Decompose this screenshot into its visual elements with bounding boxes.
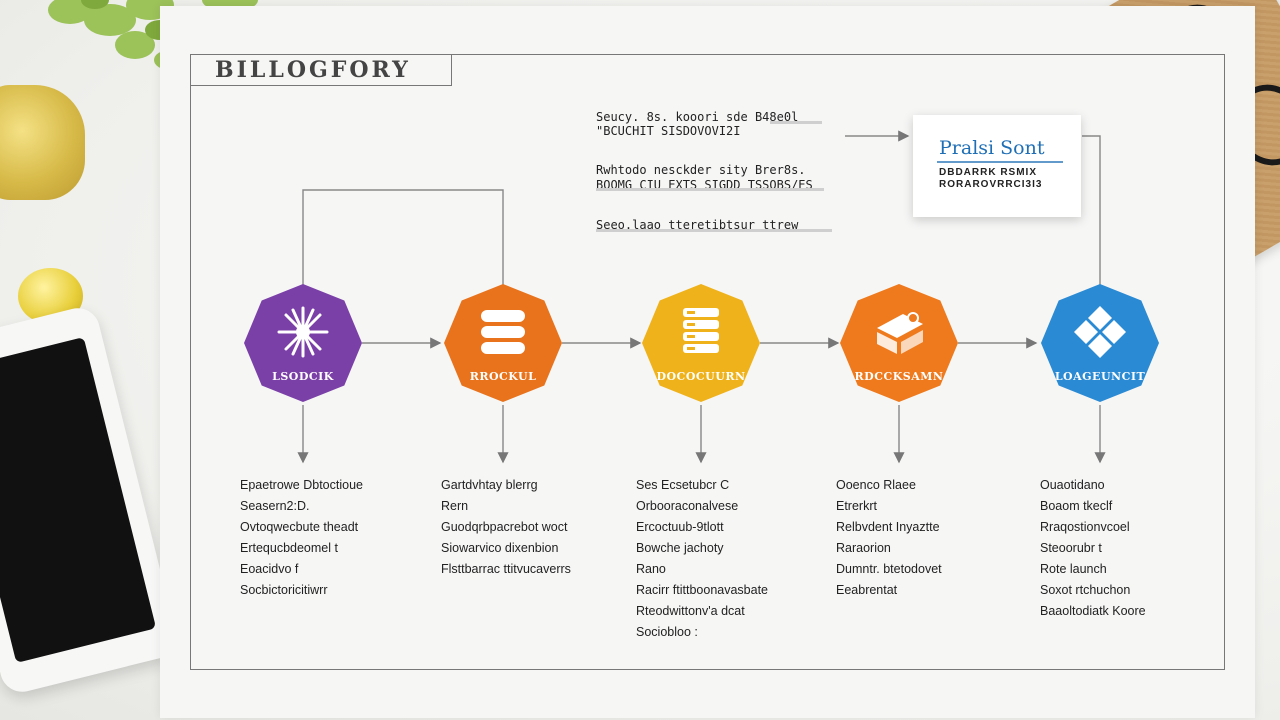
box-icon: [867, 300, 931, 364]
callout-subtitle-line: DBDARRK RSMIX: [939, 167, 1037, 178]
description-column-2: Gartdvhtay blerrg Rern Guodqrbpacrebot w…: [441, 475, 571, 580]
description-line: Guodqrbpacrebot woct: [441, 520, 568, 534]
description-line: Eoacidvo f: [240, 562, 299, 576]
description-line: Ertequcbdeomel t: [240, 541, 338, 555]
description-line: Raraorion: [836, 541, 891, 555]
stack-icon: [669, 300, 733, 364]
callout-card: Pralsi Sont DBDARRK RSMIX RORAROVRRCI3I3: [913, 115, 1081, 217]
callout-underline: [937, 161, 1063, 163]
database-icon: [471, 300, 535, 364]
note-line: Seeo.laao tteretibtsur ttrew: [596, 218, 799, 232]
process-node-3: DOCOCUURN: [642, 284, 760, 402]
description-line: Relbvdent Inyaztte: [836, 520, 940, 534]
description-line: Steoorubr t: [1040, 541, 1102, 555]
description-line: Rraqostionvcoel: [1040, 520, 1130, 534]
description-line: Socbictoricitiwrr: [240, 583, 328, 597]
description-line: Seasern2:D.: [240, 499, 310, 513]
description-line: Bowche jachoty: [636, 541, 724, 555]
node-label: LOAGEUNCIT: [1054, 370, 1146, 383]
starburst-icon: [271, 300, 335, 364]
process-node-5: LOAGEUNCIT: [1041, 284, 1159, 402]
description-line: Ses Ecsetubcr C: [636, 478, 730, 492]
description-line: Gartdvhtay blerrg: [441, 478, 538, 492]
callout-subtitle: DBDARRK RSMIX RORAROVRRCI3I3: [939, 167, 1042, 191]
description-line: Orbooraconalvese: [636, 499, 739, 513]
note-line: "BCUCHIT SISDOVOVI2I: [596, 124, 741, 138]
description-line: Boaom tkeclf: [1040, 499, 1113, 513]
description-line: Flsttbarrac ttitvucaverrs: [441, 562, 571, 576]
callout-subtitle-line: RORAROVRRCI3I3: [939, 179, 1043, 190]
description-column-1: Epaetrowe Dbtoctioue Seasern2:D. Ovtoqwe…: [240, 475, 363, 601]
description-column-3: Ses Ecsetubcr C Orbooraconalvese Ercoctu…: [636, 475, 768, 643]
description-line: Dumntr. btetodovet: [836, 562, 942, 576]
node-label: DOCOCUURN: [656, 370, 746, 383]
process-node-1: LSODCIK: [244, 284, 362, 402]
description-line: Rano: [636, 562, 666, 576]
process-node-4: RDCCKSAMN: [840, 284, 958, 402]
description-line: Ooenco Rlaee: [836, 478, 916, 492]
node-label: LSODCIK: [272, 370, 334, 383]
description-line: Sociobloo :: [636, 625, 698, 639]
description-line: Soxot rtchuchon: [1040, 583, 1131, 597]
node-label: RDCCKSAMN: [854, 370, 944, 383]
description-line: Ouaotidano: [1040, 478, 1105, 492]
description-column-5: Ouaotidano Boaom tkeclf Rraqostionvcoel …: [1040, 475, 1146, 622]
description-line: Baaoltodiatk Koore: [1040, 604, 1146, 618]
node-label: RROCKUL: [469, 370, 537, 383]
callout-connector: [1082, 135, 1101, 285]
note-line: Seucy. 8s. kooori sde B48e0l: [596, 110, 799, 124]
note-underline: [596, 188, 824, 191]
loop-connector: [302, 189, 504, 290]
description-line: Rern: [441, 499, 469, 513]
description-line: Siowarvico dixenbion: [441, 541, 559, 555]
diagram-title: BILLOGFORY: [190, 54, 452, 86]
description-line: Ercoctuub-9tlott: [636, 520, 724, 534]
description-line: Eeabrentat: [836, 583, 898, 597]
callout-title: Pralsi Sont: [939, 137, 1045, 159]
description-line: Ovtoqwecbute theadt: [240, 520, 359, 534]
note-line: Rwhtodo nesckder sity Brer8s.: [596, 163, 806, 177]
process-node-2: RROCKUL: [444, 284, 562, 402]
description-line: Rteodwittonv'a dcat: [636, 604, 745, 618]
oil-jar-decoration: [0, 85, 85, 200]
description-line: Racirr ftittboonavasbate: [636, 583, 769, 597]
description-line: Epaetrowe Dbtoctioue: [240, 478, 363, 492]
description-line: Etrerkrt: [836, 499, 877, 513]
description-column-4: Ooenco Rlaee Etrerkrt Relbvdent Inyaztte…: [836, 475, 942, 601]
description-line: Rote launch: [1040, 562, 1107, 576]
note-underline: [770, 121, 822, 124]
note-underline: [596, 229, 832, 232]
diagram-frame: [190, 54, 1225, 670]
diamond-grid-icon: [1068, 300, 1132, 364]
